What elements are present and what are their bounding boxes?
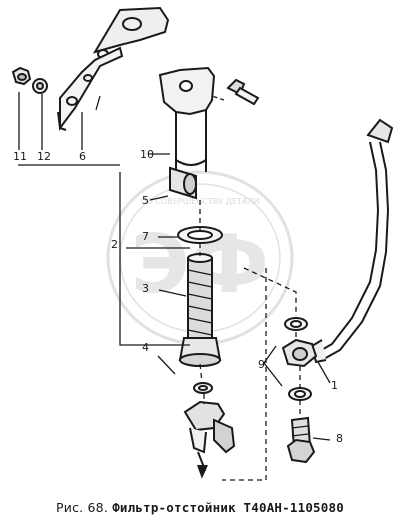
bracket-part <box>57 6 170 131</box>
figure-number: Рис. 68. <box>56 500 108 515</box>
alignment-lines <box>18 92 331 481</box>
copper-washer-lower <box>288 387 312 401</box>
filter-element <box>169 166 197 200</box>
drain-valve <box>183 400 236 479</box>
fuel-pipe <box>310 118 394 364</box>
copper-washer-upper <box>284 317 308 331</box>
callout-8: 8 <box>336 432 343 445</box>
filter-housing <box>158 66 216 172</box>
figure-caption: Рис. 68. Фильтр-отстойник Т40АН-1105080 <box>0 500 400 515</box>
union-nut <box>281 338 318 368</box>
banjo-bolt <box>286 416 316 464</box>
callout-3: 3 <box>142 282 149 295</box>
filter-bowl <box>178 337 222 367</box>
callout-10: 10 <box>140 148 154 161</box>
callout-7: 7 <box>142 230 149 243</box>
mesh-cylinder <box>187 253 213 341</box>
sealing-ring <box>193 382 213 394</box>
callout-11: 11 <box>13 150 27 163</box>
nut-part <box>11 66 32 86</box>
callout-4: 4 <box>142 341 149 354</box>
callout-9: 9 <box>258 358 265 371</box>
callout-2: 2 <box>111 238 118 251</box>
washer-part <box>32 78 48 94</box>
bolt-part <box>226 78 260 106</box>
callout-5: 5 <box>142 194 149 207</box>
figure-title: Фильтр-отстойник Т40АН-1105080 <box>112 500 344 515</box>
callout-12: 12 <box>37 150 51 163</box>
callout-6: 6 <box>79 150 86 163</box>
callout-1: 1 <box>331 379 338 392</box>
